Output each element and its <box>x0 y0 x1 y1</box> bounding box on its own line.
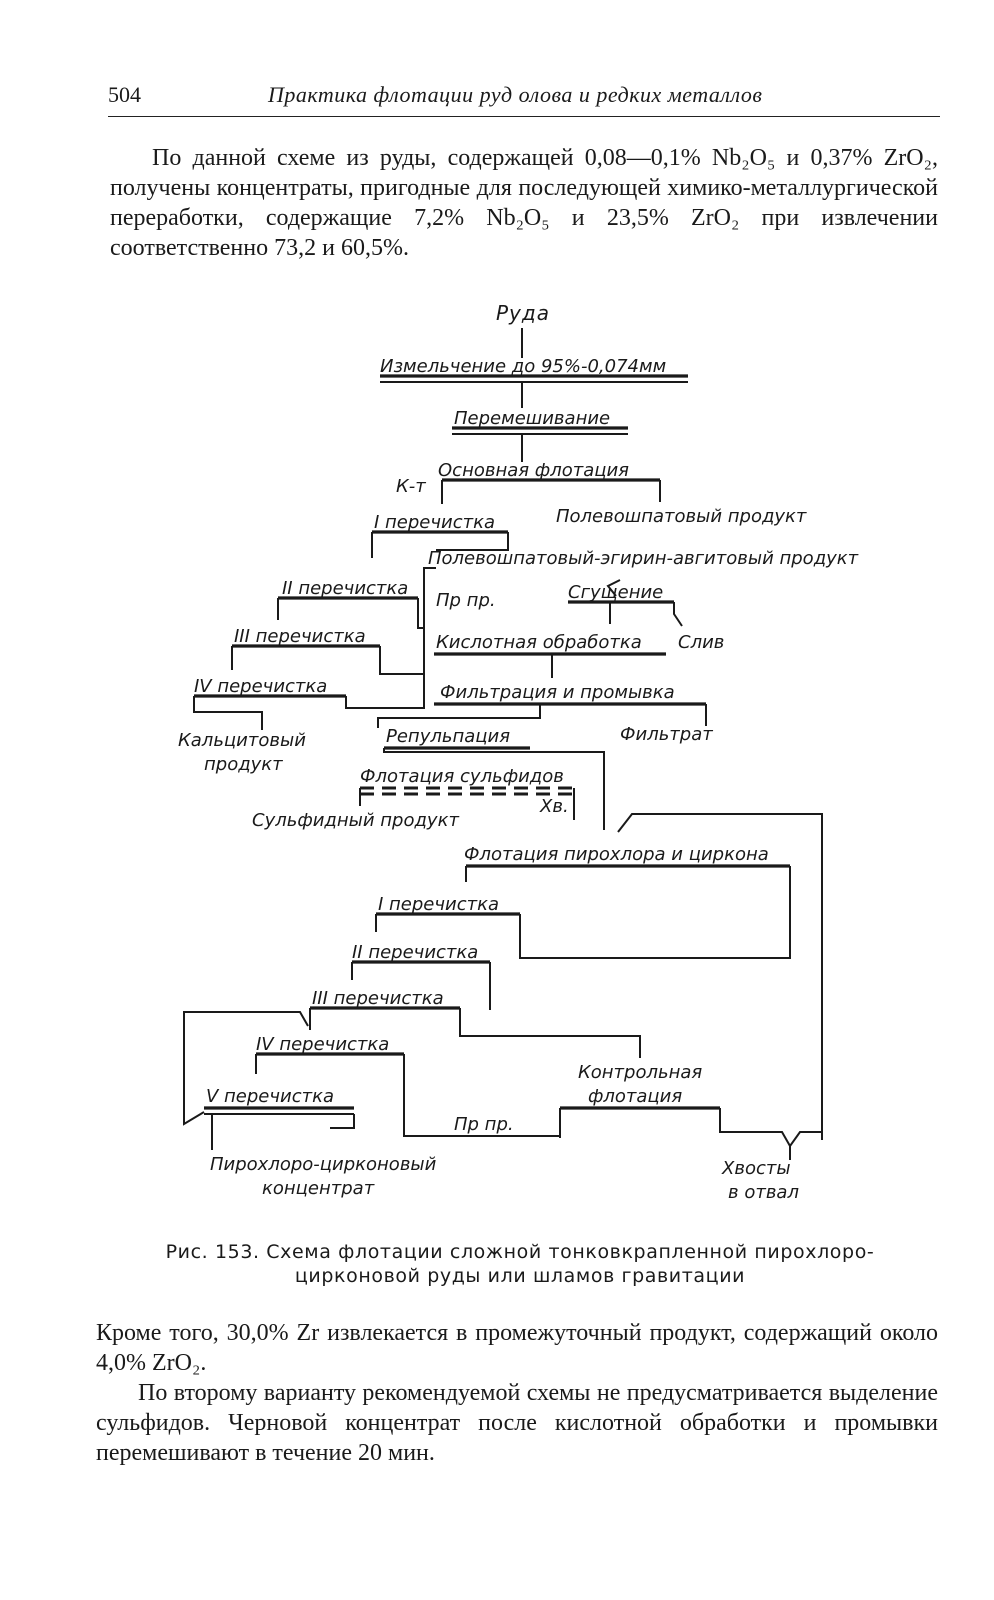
feldspar-aegirine-label: Полевошпатовый-эгирин-авгитовый продукт <box>428 548 859 569</box>
cleaning-4-label: IV перечистка <box>194 676 327 697</box>
figure-caption: Рис. 153. Схема флотации сложной тонковк… <box>165 1241 875 1287</box>
ore-label: Руда <box>496 301 550 325</box>
feldspar-product-label: Полевошпатовый продукт <box>556 506 807 527</box>
intro-paragraph: По данной схеме из руды, содержащей 0,08… <box>110 145 938 261</box>
thickening-label: Сгущение <box>568 582 663 603</box>
tailings-label-1: Хвосты <box>721 1158 791 1179</box>
page-number: 504 <box>108 82 141 107</box>
cleaning-b4-label: IV перечистка <box>256 1034 389 1055</box>
sulfide-flotation-label: Флотация сульфидов <box>360 766 564 787</box>
tails-abbr-label: Хв. <box>539 796 569 817</box>
grinding-label: Измельчение до 95%-0,074мм <box>380 356 666 377</box>
filtration-label: Фильтрация и промывка <box>440 682 675 703</box>
acid-treatment-label: Кислотная обработка <box>436 632 642 653</box>
cleaning-b1-label: I перечистка <box>378 894 499 915</box>
concentrate-label-1: Пирохлоро-цирконовый <box>210 1154 437 1175</box>
cleaning-b5-label: V перечистка <box>206 1086 334 1107</box>
concentrate-label-2: концентрат <box>262 1178 375 1199</box>
cleaning-b2-label: II перечистка <box>352 942 478 963</box>
sulfide-product-label: Сульфидный продукт <box>252 810 459 831</box>
body-paragraph-2: Кроме того, 30,0% Zr извлекается в проме… <box>96 1320 938 1376</box>
repulping-label: Репульпация <box>386 726 510 747</box>
cleaning-2-label: II перечистка <box>282 578 408 599</box>
filtrate-label: Фильтрат <box>620 724 713 745</box>
control-flotation-label-1: Контрольная <box>578 1062 702 1083</box>
calcite-product-label-2: продукт <box>204 754 283 775</box>
middlings-2-label: Пр пр. <box>454 1114 514 1135</box>
overflow-label: Слив <box>678 632 724 653</box>
running-title: Практика флотации руд олова и редких мет… <box>268 82 763 107</box>
calcite-product-label-1: Кальцитовый <box>178 730 306 751</box>
cleaning-3-label: III перечистка <box>234 626 366 647</box>
concentrate-abbr-label: К-т <box>396 476 426 497</box>
middlings-label: Пр пр. <box>436 590 496 611</box>
main-flotation-label: Основная флотация <box>438 460 629 481</box>
tailings-label-2: в отвал <box>728 1182 799 1203</box>
flow-lines-top <box>193 328 823 1140</box>
body-paragraph-3: По второму варианту рекомендуемой схемы … <box>96 1380 938 1466</box>
pyrochlore-flotation-label: Флотация пирохлора и циркона <box>464 844 769 865</box>
control-flotation-label-2: флотация <box>588 1086 682 1107</box>
cleaning-b3-label: III перечистка <box>312 988 444 1009</box>
cleaning-1-label: I перечистка <box>374 512 495 533</box>
flow-lines-bottom <box>183 866 822 1160</box>
mixing-label: Перемешивание <box>454 408 610 429</box>
flowsheet-diagram: Руда Измельчение до 95%-0,074мм Перемеши… <box>178 301 859 1203</box>
page-header: 504 Практика флотации руд олова и редких… <box>108 78 940 117</box>
